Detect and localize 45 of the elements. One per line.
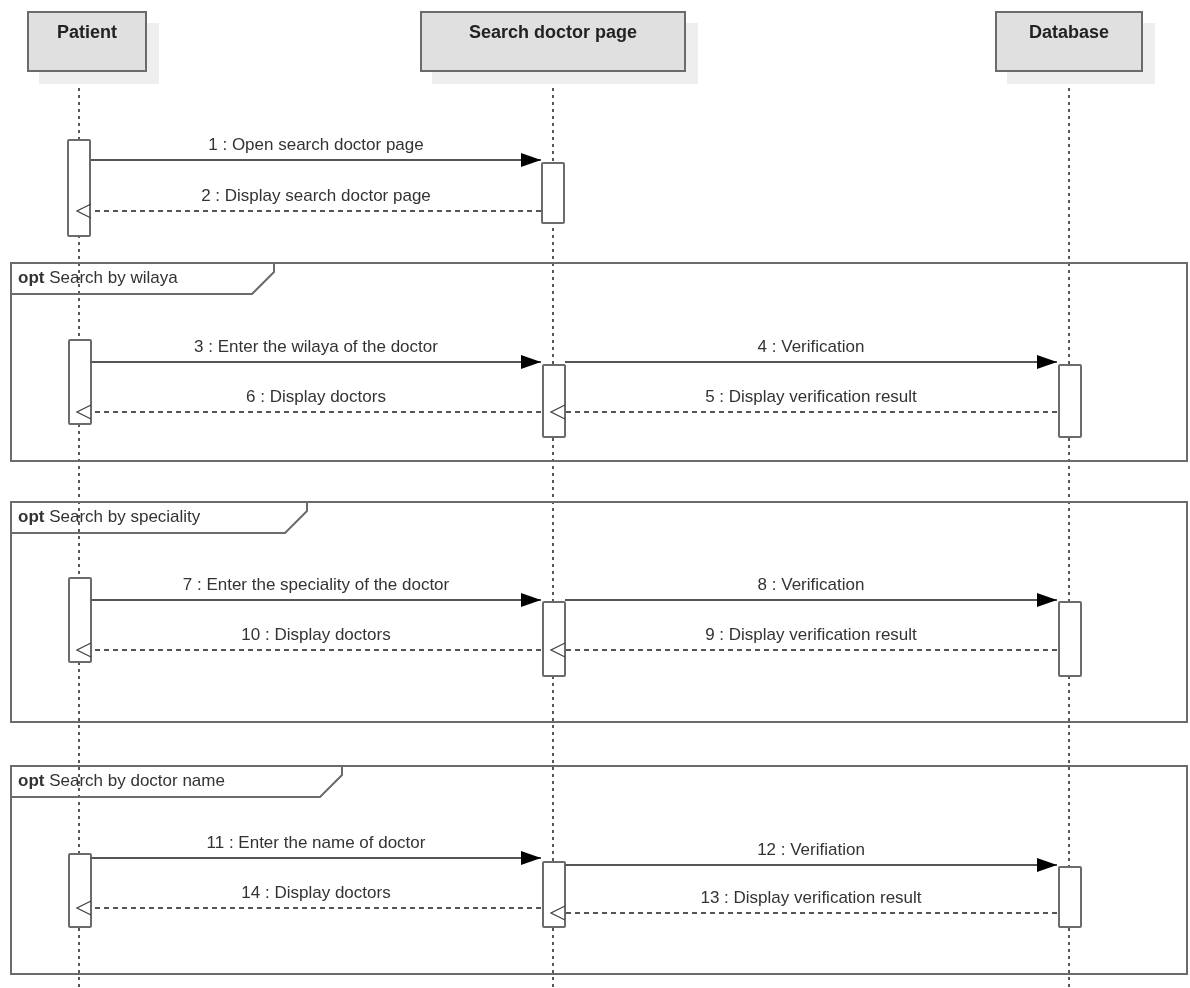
- message-arrow: [564, 858, 1058, 872]
- opt-frame: [10, 262, 1188, 462]
- message-label: 8 : Verification: [757, 575, 865, 595]
- message-arrow: [90, 851, 542, 865]
- activation-bar: [67, 139, 91, 237]
- return-arrow: [550, 642, 1058, 658]
- opt-frame: [10, 501, 1188, 723]
- return-arrow: [76, 203, 542, 219]
- message-label: 7 : Enter the speciality of the doctor: [182, 575, 450, 595]
- message-label: 4 : Verification: [757, 337, 865, 357]
- activation-bar: [542, 601, 566, 677]
- message-label: 14 : Display doctors: [241, 883, 391, 903]
- activation-bar: [1058, 866, 1082, 928]
- return-arrow: [76, 404, 542, 420]
- message-label: 3 : Enter the wilaya of the doctor: [194, 337, 438, 357]
- return-arrow: [76, 642, 542, 658]
- return-arrow: [550, 404, 1058, 420]
- activation-bar: [1058, 364, 1082, 438]
- message-label: 5 : Display verification result: [705, 387, 917, 407]
- message-label: 9 : Display verification result: [705, 625, 917, 645]
- return-arrow: [76, 900, 542, 916]
- message-label: 10 : Display doctors: [241, 625, 391, 645]
- message-label: 13 : Display verification result: [700, 888, 922, 908]
- frame-label: opt Search by wilaya: [18, 268, 178, 288]
- activation-bar: [542, 861, 566, 928]
- return-arrow: [550, 905, 1058, 921]
- message-label: 11 : Enter the name of doctor: [206, 833, 426, 853]
- activation-bar: [542, 364, 566, 438]
- message-label: 1 : Open search doctor page: [208, 135, 424, 155]
- message-arrow: [90, 153, 542, 167]
- activation-bar: [68, 339, 92, 425]
- message-arrow: [564, 593, 1058, 607]
- activation-bar: [68, 577, 92, 663]
- message-arrow: [90, 355, 542, 369]
- message-label: 6 : Display doctors: [246, 387, 386, 407]
- message-label: 2 : Display search doctor page: [201, 186, 431, 206]
- frame-label: opt Search by speciality: [18, 507, 201, 527]
- message-arrow: [90, 593, 542, 607]
- message-arrow: [564, 355, 1058, 369]
- message-label: 12 : Verifiation: [757, 840, 865, 860]
- activation-bar: [1058, 601, 1082, 677]
- opt-frame: [10, 765, 1188, 975]
- frame-label: opt Search by doctor name: [18, 771, 225, 791]
- activation-bar: [541, 162, 565, 224]
- activation-bar: [68, 853, 92, 928]
